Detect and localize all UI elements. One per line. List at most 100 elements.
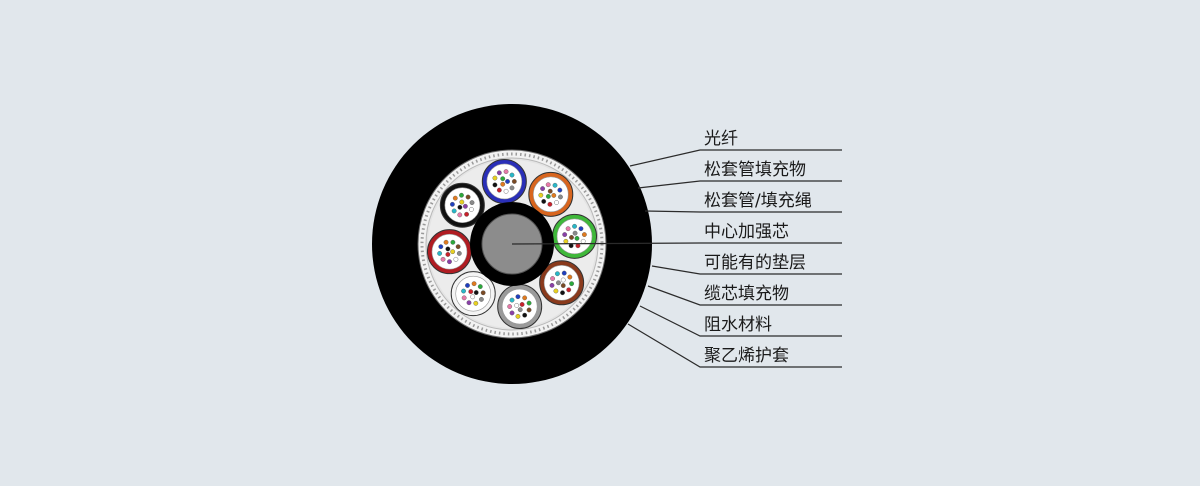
optical-fiber	[550, 276, 555, 281]
optical-fiber	[477, 284, 483, 289]
optical-fiber	[547, 201, 553, 207]
optical-fiber	[461, 295, 467, 301]
leader-lines-group	[511, 149, 842, 368]
optical-fiber	[541, 199, 547, 204]
optical-fiber	[509, 310, 515, 316]
optical-fiber	[560, 283, 566, 288]
optical-fiber	[526, 307, 532, 313]
optical-fiber	[552, 182, 558, 188]
optical-fiber	[572, 223, 577, 229]
optical-fiber	[507, 304, 513, 309]
optical-fiber	[461, 288, 466, 294]
optical-fiber	[517, 307, 523, 313]
tube-filling	[455, 275, 492, 312]
optical-fiber	[540, 186, 545, 192]
leader-line	[629, 149, 842, 167]
leader-line	[644, 210, 842, 213]
optical-fiber	[456, 251, 462, 256]
optical-fiber	[457, 204, 463, 210]
optical-fiber	[581, 232, 587, 237]
optical-fiber	[445, 252, 451, 257]
optical-fiber	[569, 281, 575, 287]
label-water-blocking: 阻水材料	[704, 315, 772, 335]
optical-fiber	[469, 200, 475, 206]
optical-fiber	[580, 238, 586, 244]
optical-fiber	[560, 277, 566, 283]
optical-fiber	[511, 179, 517, 184]
optical-fiber	[547, 188, 553, 194]
label-tube-filling: 松套管填充物	[704, 160, 806, 180]
optical-fiber	[470, 294, 476, 300]
optical-fiber	[451, 208, 457, 214]
optical-fiber	[569, 235, 574, 240]
optical-fiber	[522, 295, 528, 301]
optical-fiber	[578, 226, 584, 232]
optical-fiber	[447, 259, 452, 265]
optical-fiber	[558, 194, 563, 200]
optical-fiber	[566, 287, 572, 293]
optical-fiber	[515, 313, 521, 319]
leader-line	[647, 285, 842, 306]
tube-filling	[543, 264, 580, 301]
optical-fiber	[515, 294, 521, 300]
optical-fiber	[514, 303, 520, 308]
optical-fiber	[538, 192, 544, 198]
optical-fiber	[545, 194, 551, 199]
tube-filling	[532, 176, 569, 213]
optical-fiber	[545, 182, 551, 188]
optical-fiber	[465, 283, 470, 288]
optical-fiber	[440, 256, 446, 262]
tube-filling	[486, 163, 523, 200]
optical-fiber	[459, 192, 464, 198]
optical-fiber	[553, 288, 559, 294]
leader-line	[639, 305, 842, 337]
optical-fiber	[509, 172, 515, 178]
optical-fiber	[479, 296, 484, 302]
optical-fiber	[492, 175, 498, 181]
optical-fiber	[572, 230, 578, 236]
optical-fiber	[438, 244, 444, 250]
optical-fiber	[469, 207, 474, 212]
label-possible-padding: 可能有的垫层	[704, 253, 806, 273]
label-optical-fiber: 光纤	[704, 129, 738, 149]
optical-fiber	[465, 194, 471, 200]
leader-line	[651, 265, 842, 275]
optical-fiber	[505, 179, 510, 184]
leader-line	[637, 180, 842, 189]
tube-filling	[444, 187, 481, 224]
optical-fiber	[563, 238, 569, 244]
optical-fiber	[551, 193, 557, 198]
leader-line	[627, 323, 842, 368]
optical-fiber	[453, 256, 459, 262]
optical-fiber	[554, 200, 559, 205]
optical-fiber	[452, 195, 458, 201]
optical-fiber	[567, 274, 573, 280]
optical-fiber	[574, 235, 580, 241]
optical-fiber	[522, 312, 528, 318]
optical-fiber	[445, 246, 451, 252]
optical-fiber	[509, 185, 515, 191]
optical-fiber	[503, 188, 509, 194]
optical-fiber	[496, 170, 502, 176]
loose-tubes-group	[426, 158, 598, 330]
optical-fiber	[480, 290, 486, 296]
tube-filling	[501, 288, 538, 325]
optical-fiber	[509, 297, 515, 303]
tube-filling	[431, 233, 468, 270]
optical-fiber	[473, 290, 479, 295]
optical-fiber	[560, 290, 565, 296]
optical-fiber	[437, 251, 443, 256]
label-central-strength-member: 中心加强芯	[704, 222, 789, 242]
optical-fiber	[562, 232, 568, 237]
optical-fiber	[459, 199, 465, 205]
optical-fiber	[450, 249, 456, 255]
optical-fiber	[549, 282, 555, 288]
optical-fiber	[450, 239, 456, 245]
optical-fiber	[503, 169, 509, 175]
optical-fiber	[464, 211, 469, 217]
optical-fiber	[455, 244, 461, 250]
optical-fiber	[500, 176, 506, 182]
optical-fiber	[462, 203, 468, 209]
optical-fiber	[449, 201, 455, 207]
